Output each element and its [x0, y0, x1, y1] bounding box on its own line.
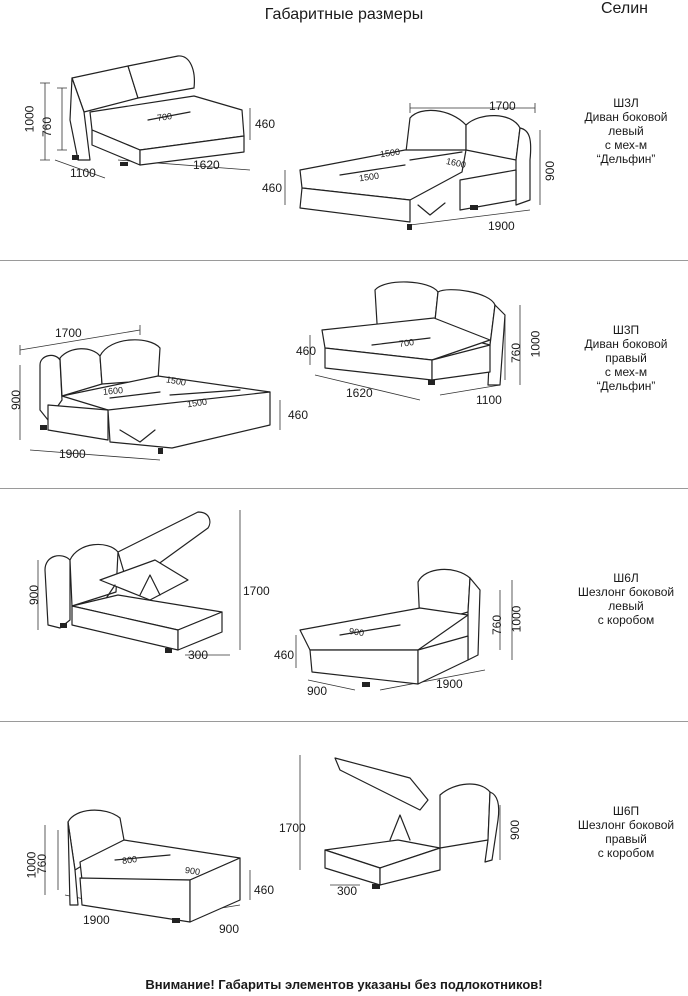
dim-height-back: 760 [490, 614, 505, 636]
dim-seat-a: 800 [121, 854, 138, 866]
dim-width: 1700 [489, 99, 516, 113]
desc-line: с мех-м [604, 138, 648, 152]
chaise-s6p-open [299, 755, 501, 889]
sofa-s3l-open [284, 103, 541, 230]
sofa-s3p-open [19, 325, 281, 461]
dim-height: 900 [9, 389, 24, 411]
page-title: Габаритные размеры [264, 6, 424, 23]
desc-line: Диван боковой [584, 110, 668, 124]
section-divider [0, 260, 688, 261]
dim-length: 1900 [59, 447, 86, 461]
model-description: Ш3П Диван боковой правый с мех-м “Дельфи… [571, 323, 681, 393]
sofa-s3l-closed [40, 55, 251, 179]
dim-seat-height: 460 [296, 344, 317, 358]
desc-line: правый [605, 351, 647, 365]
desc-line: левый [608, 599, 644, 613]
desc-line: Диван боковой [584, 337, 668, 351]
desc-line: “Дельфин” [596, 379, 656, 393]
dim-length: 1900 [436, 677, 463, 691]
dim-width: 1700 [55, 326, 82, 340]
dim-lift-height: 1700 [279, 821, 306, 835]
desc-line: с коробом [597, 846, 655, 860]
dim-seat-height: 460 [274, 648, 295, 662]
dim-height-back: 760 [509, 342, 524, 364]
chaise-s6p-closed [44, 809, 251, 923]
dim-seat: 700 [398, 337, 415, 349]
desc-line: с мех-м [604, 365, 648, 379]
dim-height-total: 1000 [509, 605, 524, 633]
dim-height-total: 1000 [528, 330, 543, 358]
dim-height-back: 760 [40, 116, 55, 138]
footer-warning: Внимание! Габариты элементов указаны без… [145, 977, 543, 992]
dim-seat-b: 900 [184, 865, 201, 877]
desc-line: с коробом [597, 613, 655, 627]
brand-name: Селин [600, 0, 648, 17]
chaise-s6l-closed [295, 568, 513, 691]
desc-line: правый [605, 832, 647, 846]
dim-seat: 700 [156, 111, 173, 123]
dim-gap: 300 [188, 648, 209, 662]
model-code: Ш3Л [613, 96, 639, 110]
model-description: Ш6П Шезлонг боковой правый с коробом [571, 804, 681, 860]
section-divider [0, 721, 688, 722]
chaise-s6l-open [37, 510, 241, 656]
dim-height: 900 [508, 819, 523, 841]
model-description: Ш6Л Шезлонг боковой левый с коробом [571, 571, 681, 627]
desc-line: “Дельфин” [596, 152, 656, 166]
model-description: Ш3Л Диван боковой левый с мех-м “Дельфин… [571, 96, 681, 166]
dim-height: 900 [27, 584, 42, 606]
dim-seat-height: 460 [254, 883, 275, 897]
dim-gap: 300 [337, 884, 358, 898]
dim-lift-height: 1700 [243, 584, 270, 598]
dim-depth: 1100 [70, 166, 96, 180]
dim-seat-height: 460 [288, 408, 309, 422]
dim-length: 1900 [83, 913, 110, 927]
dim-width: 1620 [346, 386, 373, 400]
dim-height-back: 760 [35, 853, 50, 875]
dim-width: 1620 [193, 158, 220, 172]
dim-seat: 900 [348, 626, 365, 638]
dim-height: 900 [543, 160, 558, 182]
section-divider [0, 488, 688, 489]
model-code: Ш6Л [613, 571, 639, 585]
dim-height-total: 1000 [22, 105, 37, 133]
dim-depth: 900 [307, 684, 328, 698]
model-code: Ш6П [612, 804, 640, 818]
desc-line: левый [608, 124, 644, 138]
sofa-s3p-closed [309, 281, 521, 401]
dim-depth: 1100 [476, 393, 502, 407]
desc-line: Шезлонг боковой [577, 818, 675, 832]
dim-seat-height: 460 [262, 181, 283, 195]
dim-seat-a: 1600 [102, 385, 124, 397]
dim-depth: 900 [219, 922, 240, 936]
dim-length: 1900 [488, 219, 515, 233]
model-code: Ш3П [612, 323, 640, 337]
dim-seat-height: 460 [255, 117, 276, 131]
desc-line: Шезлонг боковой [577, 585, 675, 599]
